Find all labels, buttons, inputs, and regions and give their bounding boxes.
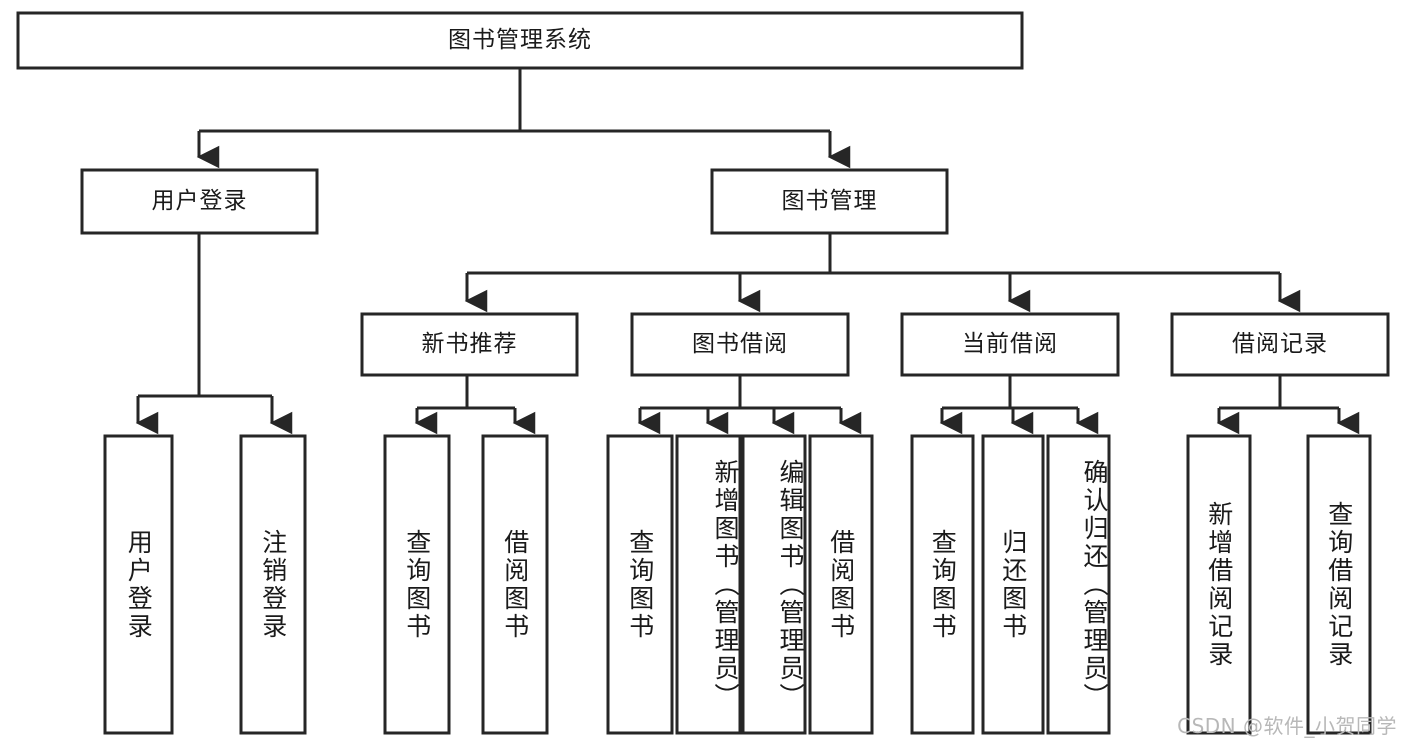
edge-root-to-level2 (196, 68, 851, 169)
node-box-leaf-borrow-book-1[interactable] (481, 434, 549, 735)
edge-user-login-to-leaves (135, 233, 293, 435)
csdn-watermark: CSDN @软件_小贺同学 (1177, 714, 1397, 738)
node-box-leaf-query-record[interactable] (1306, 434, 1372, 735)
node-box-leaf-query-book-2[interactable] (606, 434, 674, 735)
node-box-leaf-query-book-1[interactable] (383, 434, 451, 735)
node-box-leaf-edit-book[interactable] (741, 434, 807, 735)
node-box-user-login[interactable] (80, 168, 319, 235)
edge-book-manage-to-level3 (464, 233, 1301, 313)
node-box-borrow-record[interactable] (1170, 312, 1390, 377)
node-box-leaf-query-book-3[interactable] (910, 434, 975, 735)
node-box-leaf-add-book[interactable] (675, 434, 742, 735)
node-box-leaf-logout[interactable] (239, 434, 307, 735)
edge-current-borrow-to-leaves (939, 375, 1099, 435)
node-box-book-manage[interactable] (710, 168, 949, 235)
node-box-leaf-add-record[interactable] (1186, 434, 1252, 735)
node-box-root[interactable] (16, 11, 1024, 70)
node-box-book-borrow[interactable] (630, 312, 850, 377)
node-box-leaf-borrow-book-2[interactable] (808, 434, 874, 735)
edge-borrow-record-to-leaves (1216, 375, 1360, 435)
node-box-current-borrow[interactable] (900, 312, 1120, 377)
node-box-leaf-return-book[interactable] (981, 434, 1045, 735)
edge-book-borrow-to-leaves (637, 375, 862, 435)
node-box-new-book-rec[interactable] (360, 312, 579, 377)
edge-new-book-rec-to-leaves (414, 375, 536, 435)
node-box-leaf-user-login[interactable] (103, 434, 174, 735)
node-box-leaf-confirm-return[interactable] (1046, 434, 1111, 735)
